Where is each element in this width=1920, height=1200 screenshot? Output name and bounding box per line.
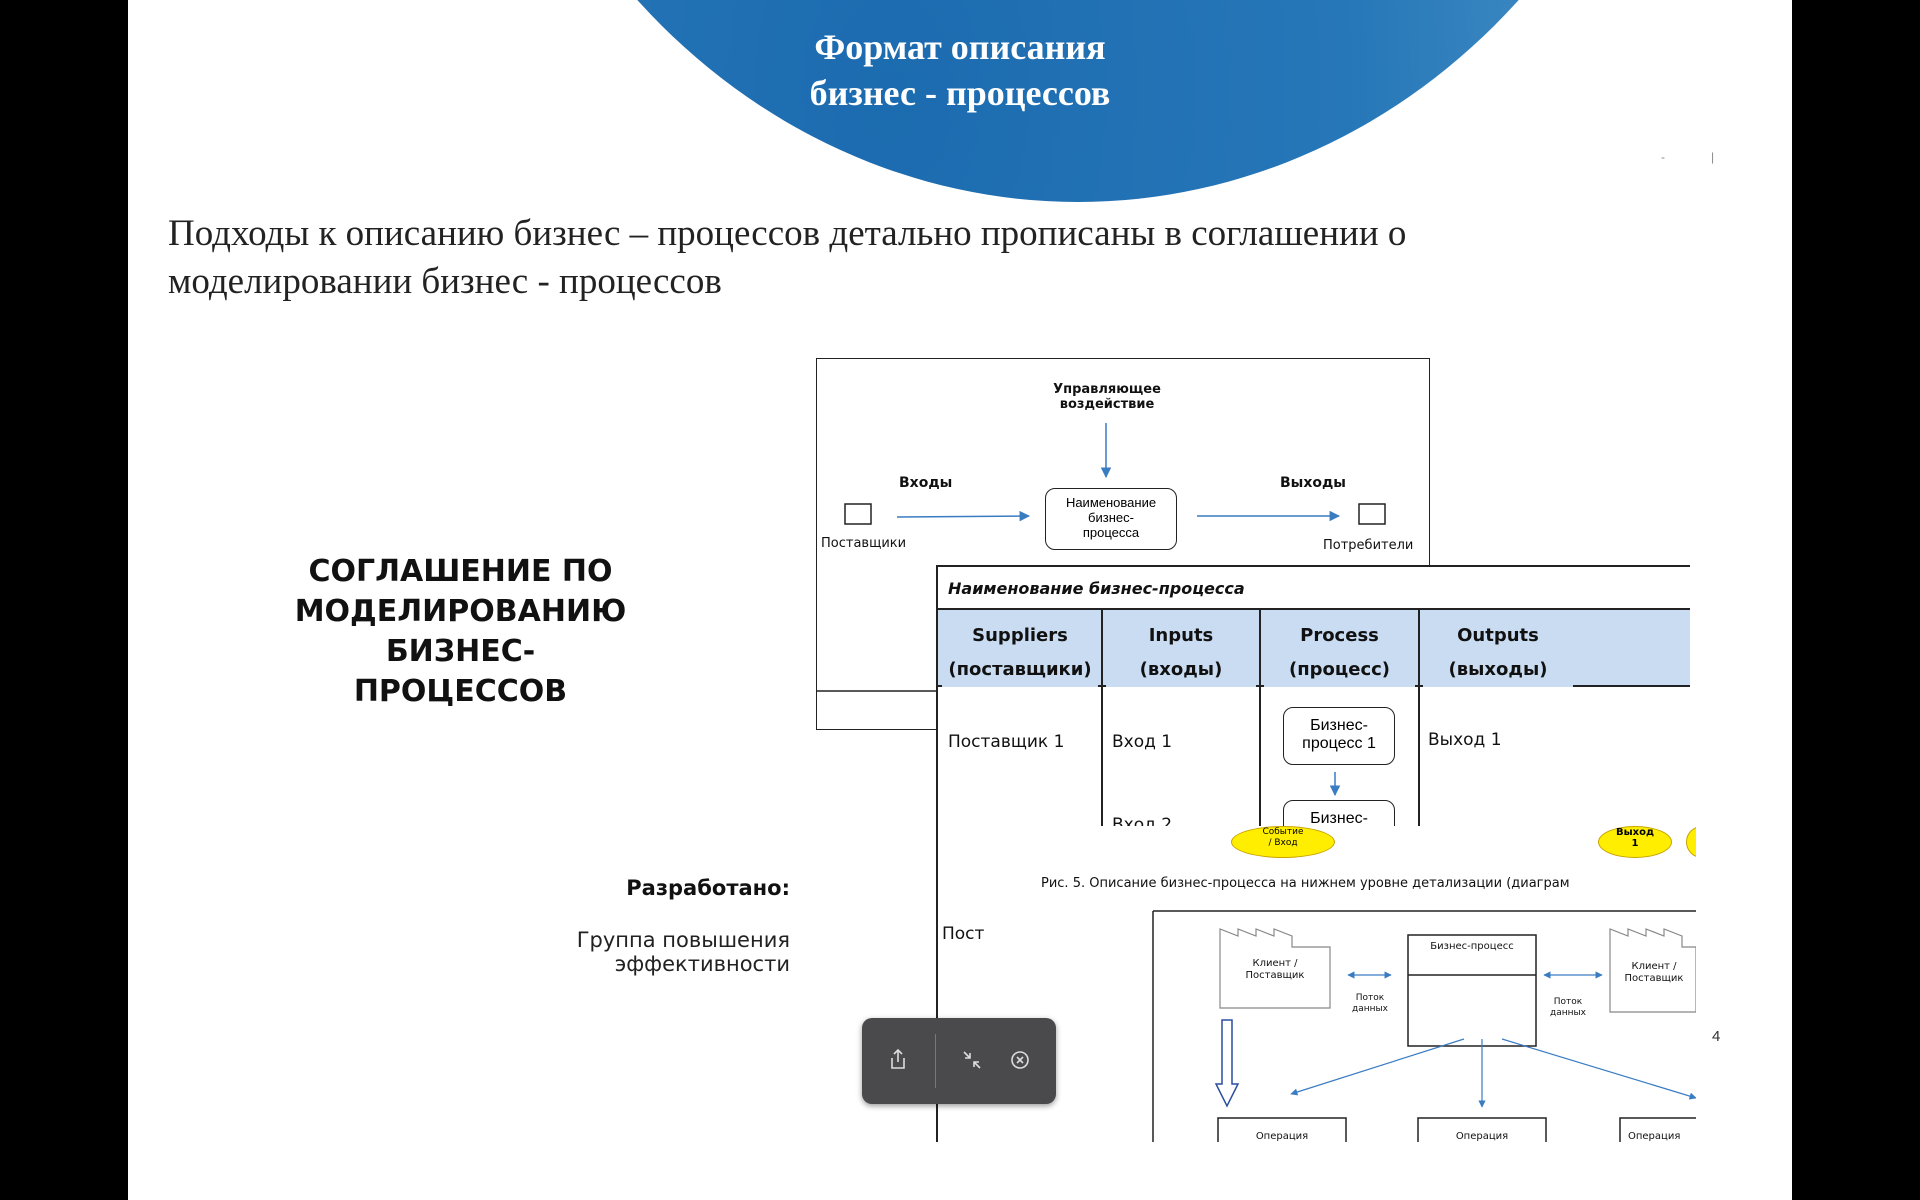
client-left-label: Клиент /Поставщик [1245,958,1305,981]
control-label: Управляющее воздействие [1053,382,1161,412]
intro-line2: моделировании бизнес - процессов [168,261,722,302]
viewer-toolbar [862,1018,1056,1104]
page-number: 4 [1712,1028,1721,1045]
operation-label: Операция [1628,1131,1681,1142]
slide-title-line1: Формат описания [814,27,1106,67]
developed-label: Разработано: [626,876,790,900]
row1-input: Вход 1 [1112,732,1173,752]
toolbar-divider [935,1034,936,1088]
row3-supplier-partial: Пост [942,924,985,944]
doc-title-line3: ПРОЦЕССОВ [353,674,568,709]
doc-title-line2: МОДЕЛИРОВАНИЮ БИЗНЕС- [294,594,627,669]
operation-label: Операция [1255,1131,1309,1142]
suppliers-label: Поставщики [821,536,907,551]
outputs-label: Выходы [1280,475,1346,491]
corner-mark: | [1711,150,1715,164]
header-suppliers: Suppliers(поставщики) [942,619,1098,687]
lower-diagram-shapes [1152,910,1696,1142]
consumers-label: Потребители [1323,538,1414,553]
slide-title-line2: бизнес - процессов [809,73,1111,113]
exit-fullscreen-icon [963,1051,981,1069]
close-circle-icon [1011,1051,1029,1069]
intro-text: Подходы к описанию бизнес – процессов де… [168,210,1568,306]
sipoc-title: Наименование бизнес-процесса [948,579,1245,598]
row1-output: Выход 1 [1428,730,1502,750]
corner-mark: - [1661,150,1665,164]
inputs-label: Входы [899,475,953,491]
row1-supplier: Поставщик 1 [948,732,1065,752]
client-right-label: Клиент /Поставщик [1624,961,1684,984]
business-process-label: Бизнес-процесс [1430,941,1514,952]
operation-label: Операция [1455,1131,1509,1142]
figure-caption: Рис. 5. Описание бизнес-процесса на нижн… [1041,876,1570,891]
share-icon [891,1048,905,1069]
header-process: Process(процесс) [1264,619,1415,687]
share-button[interactable] [878,1040,918,1080]
sipoc-grid [938,608,1690,832]
header-inputs: Inputs(входы) [1106,619,1256,687]
document-title: СОГЛАШЕНИЕ ПО МОДЕЛИРОВАНИЮ БИЗНЕС- ПРОЦ… [248,552,673,712]
event-node: Событие/ Вход [1231,826,1335,858]
intro-line1: Подходы к описанию бизнес – процессов де… [168,213,1407,254]
close-button[interactable] [1000,1040,1040,1080]
developed-value: Группа повышения эффективности [576,928,790,976]
header-outputs: Outputs(выходы) [1423,619,1573,687]
exit-fullscreen-button[interactable] [952,1040,992,1080]
process-node-1: Бизнес-процесс 1 [1283,707,1395,765]
doc-title-line1: СОГЛАШЕНИЕ ПО [308,554,613,589]
process-node: Наименование бизнес- процесса [1045,488,1177,550]
sipoc-table-figure: Наименование бизнес-процесса Suppliers(п… [936,565,1690,832]
